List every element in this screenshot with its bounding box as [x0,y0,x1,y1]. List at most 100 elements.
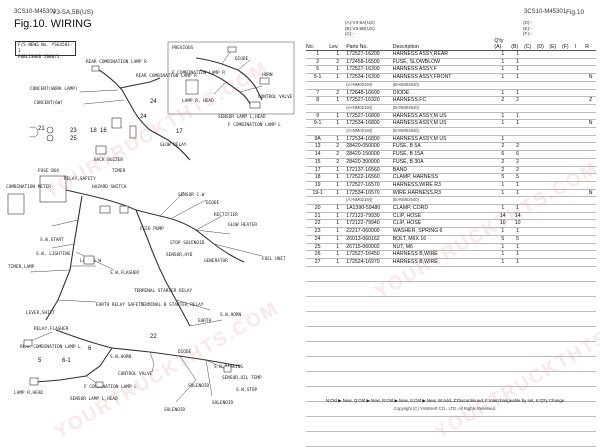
cell-no: 17 [306,166,330,175]
label-sensor-lamp-l-head: SENSOR LAMP L,HEAD [218,114,266,120]
empty-row [306,296,596,312]
cell-r [585,50,596,59]
label-glow-relay: GLOW RELAY [160,142,187,148]
cell-desc: FUSE, B 30A [392,158,495,167]
empty-cell [306,401,596,417]
cell-d [536,227,550,236]
empty-row [306,401,596,417]
cell-d [536,181,550,190]
cell-lev: 1 [329,96,347,105]
cell-r [585,166,596,175]
col-i: I [574,38,586,51]
label-hazard-switch: HAZARD SWITCH [92,184,127,190]
cell-lev: 1 [329,258,347,267]
cell-no: 24 [306,235,330,244]
cell-d [536,135,550,144]
cell-d [536,212,550,221]
cell-f [562,173,575,182]
cell-i [574,112,586,121]
cell-b: 14 [511,212,524,221]
starter-leads [175,299,223,327]
label-lever-shift: LEVER,SHIFT [26,310,55,316]
label-feed-pump: FEED PUMP [140,226,164,232]
cell-a: 1 [494,50,512,59]
label-diode-top: DIODE [235,56,249,62]
inset-horn-connector [259,77,270,85]
cell-f [562,243,575,252]
cell-lev: 1 [329,235,347,244]
cell-no: 15 [306,158,330,167]
cell-b: 2 [511,166,524,175]
callout-21: 21 [38,126,45,132]
callout-24a: 24 [150,99,157,105]
cell-lev: 1 [329,212,347,221]
cell-desc: WASHER, SPRING 6 [392,227,495,236]
cell-a: 2 [494,96,512,105]
cell-part: 172534-16800 [346,119,393,129]
cell-e [549,119,563,129]
cell-b: 1 [511,89,524,98]
label-fuel-unit: FUEL UNIT [262,256,286,262]
cell-part: 28420-050000 [346,142,393,152]
cell-r [585,112,596,121]
cell-no: 27 [306,258,330,267]
cell-part: 26013-060162 [346,235,393,244]
cell-d [536,150,550,159]
serial-note-a: (A>NM02194) [346,127,393,136]
cell-e [549,73,563,82]
cell-lev: 2 [329,150,347,159]
cell-part: 28420-300000 [346,158,393,167]
cell-desc: FUSE, B 5A [392,142,495,152]
engine-harness-trunk [135,209,191,327]
rear-lamp-l-connector [23,339,33,347]
cell-r [585,250,596,259]
cell-a: 1 [494,189,512,198]
cell-i [574,258,586,267]
cell-lev: 2 [329,58,347,67]
col-qty-a: Q'ty (A) [494,38,512,51]
callout-5: 5 [38,358,42,364]
cell-lev: 1 [329,166,347,175]
cell-a: 6 [494,150,512,159]
cell-c [523,89,537,98]
nut-part [46,134,54,142]
cell-b: 5 [511,235,524,244]
inset-harness-leads [213,51,263,95]
empty-row [306,371,596,387]
cell-c [523,212,537,221]
label-lamp-r-head-low: LAMP R,HEAD [14,390,43,396]
empty-row [306,356,596,372]
cell-i [574,250,586,259]
cell-desc: HARNESS ASSY,F [392,65,495,75]
cell-no: 18 [306,173,330,182]
cell-c [523,50,537,59]
cell-c [523,227,537,236]
cell-f [562,181,575,190]
cell-lev: 1 [329,243,347,252]
cell-f [562,166,575,175]
qty-d-line: (D):- [523,20,533,25]
cell-no: 19-1 [306,189,330,198]
col-lev: Lev. [329,38,347,51]
cell-e [549,166,563,175]
cell-i [574,227,586,236]
label-sw-horn2: S.W,HORN [110,354,132,360]
cell-a: 1 [494,204,512,213]
cell-c [523,235,537,244]
cell-no: 26 [306,250,330,259]
figure-title: Fig.10. WIRING [14,18,92,30]
cell-part: 172534-16570 [346,189,393,198]
cell-d [536,243,550,252]
cell-b: 2 [511,96,524,105]
label-timer-lamp: TIMER,LAMP [8,264,35,270]
fs-news-box: F/S NEWS No. YSG4501-1 PUBLISHED 2008/1 [15,41,76,60]
cell-c [523,142,537,152]
sw-parking-connector [223,365,232,373]
